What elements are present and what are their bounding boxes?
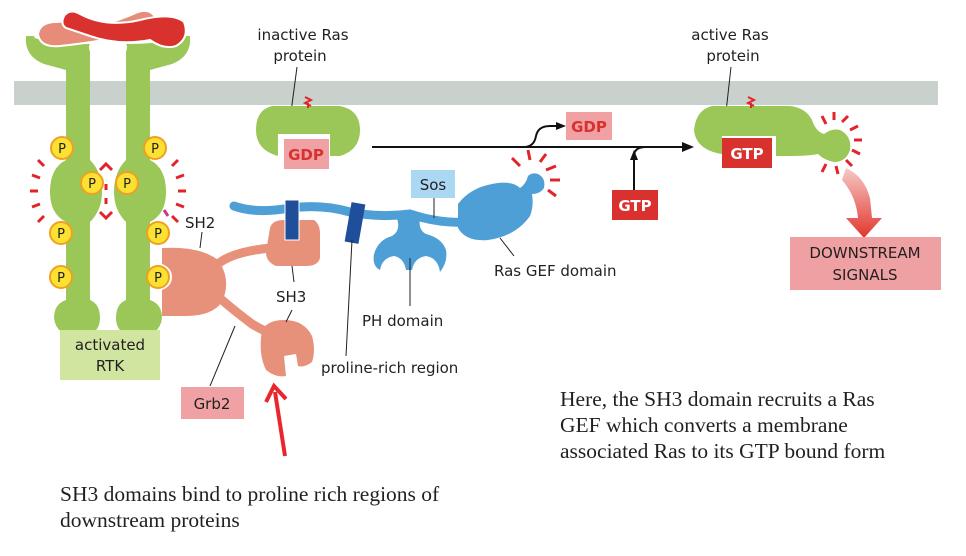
svg-text:GDP: GDP xyxy=(288,146,324,164)
sh2-leader xyxy=(199,231,203,249)
grb2-sh2-domain xyxy=(162,247,227,316)
ras-gef-domain-shape xyxy=(458,173,545,241)
ras-gef-activation-burst xyxy=(510,149,560,198)
svg-text:P: P xyxy=(154,271,162,286)
activation-tick-magenta xyxy=(162,209,170,217)
pointer-arrow xyxy=(264,382,288,457)
phosphate-4: P xyxy=(143,136,167,160)
phosphate-6: P xyxy=(49,265,73,289)
phosphate-5: P xyxy=(49,221,73,245)
sos-label: Sos xyxy=(411,170,455,198)
sos-protein xyxy=(229,149,560,272)
caption-left: SH3 domains bind to proline rich regions… xyxy=(60,482,440,532)
svg-text:RTK: RTK xyxy=(96,357,125,375)
plasma-membrane xyxy=(14,81,938,105)
svg-text:P: P xyxy=(154,227,162,242)
svg-text:GDP: GDP xyxy=(571,118,607,136)
lipid-anchor-icon xyxy=(745,96,757,108)
grb2-adaptor xyxy=(162,220,320,377)
phosphate-2: P xyxy=(80,171,104,195)
svg-text:GTP: GTP xyxy=(730,145,763,163)
activation-burst-left xyxy=(30,158,186,224)
ras-gef-domain-label: Ras GEF domain xyxy=(494,262,617,280)
exchange-reaction-arrow xyxy=(372,122,694,190)
gdp-bound-chip: GDP xyxy=(284,139,329,169)
svg-text:Grb2: Grb2 xyxy=(194,395,231,413)
downstream-arrow xyxy=(842,168,882,238)
active-ras: active Ras protein GTP xyxy=(691,26,862,175)
ph-domain-label: PH domain xyxy=(362,312,443,330)
inactive-ras-label: inactive Ras xyxy=(257,26,348,44)
proline-rich-segment-1 xyxy=(284,199,300,241)
svg-text:GTP: GTP xyxy=(618,197,651,215)
ligand-dark xyxy=(61,10,187,49)
svg-text:SIGNALS: SIGNALS xyxy=(833,266,898,284)
phosphate-1: P xyxy=(50,136,74,160)
proline-rich-segment-2 xyxy=(344,202,366,244)
svg-text:P: P xyxy=(57,271,65,286)
active-ras-activation-burst xyxy=(820,112,862,175)
gtp-incoming-chip: GTP xyxy=(612,190,658,220)
inactive-ras-body xyxy=(256,106,360,156)
gtp-bound-chip: GTP xyxy=(722,138,772,168)
svg-text:P: P xyxy=(151,142,159,157)
svg-text:DOWNSTREAM: DOWNSTREAM xyxy=(809,244,920,262)
gdp-released-chip: GDP xyxy=(566,112,612,140)
grb2-linker-lower xyxy=(217,295,273,337)
svg-text:P: P xyxy=(57,227,65,242)
svg-text:P: P xyxy=(58,142,66,157)
grb2-linker-upper xyxy=(213,243,275,269)
ras-gef-leader xyxy=(499,237,515,257)
phosphate-group: P P P P P P P P xyxy=(49,136,170,289)
svg-text:P: P xyxy=(123,177,131,192)
rtk-left-monomer xyxy=(26,36,102,336)
proline-rich-leader xyxy=(345,239,353,357)
grb2-leader xyxy=(209,325,236,387)
activated-rtk: P P P P P P P P activated RTK xyxy=(25,9,191,380)
inactive-ras-label-line2: protein xyxy=(273,47,326,65)
svg-text:P: P xyxy=(88,177,96,192)
svg-text:Sos: Sos xyxy=(420,176,447,194)
ph-domain-shape xyxy=(373,216,447,272)
active-ras-body xyxy=(694,106,851,162)
phosphate-7: P xyxy=(146,221,170,245)
grb2-sh3-domain-upper xyxy=(266,220,320,266)
rtk-right-monomer xyxy=(114,36,190,336)
lipid-anchor-icon xyxy=(302,96,314,108)
proline-rich-label: proline-rich region xyxy=(321,359,458,377)
active-ras-label: active Ras xyxy=(691,26,769,44)
grb2-sh3-domain-lower xyxy=(260,320,314,377)
grb2-label: Grb2 xyxy=(181,387,244,419)
activated-rtk-label: activated RTK xyxy=(60,330,160,380)
downstream-signals-box: DOWNSTREAM SIGNALS xyxy=(790,237,941,290)
sh3-label: SH3 xyxy=(276,288,306,306)
sh3-leader-bottom xyxy=(285,309,293,323)
phosphate-8: P xyxy=(146,265,170,289)
inactive-ras: inactive Ras protein GDP xyxy=(256,26,360,169)
svg-text:activated: activated xyxy=(75,336,145,354)
sh3-leader-top xyxy=(291,265,295,283)
active-ras-label-line2: protein xyxy=(706,47,759,65)
caption-right: Here, the SH3 domain recruits a Ras GEF … xyxy=(560,387,886,463)
phosphate-3: P xyxy=(115,171,139,195)
sh2-label: SH2 xyxy=(185,214,215,232)
